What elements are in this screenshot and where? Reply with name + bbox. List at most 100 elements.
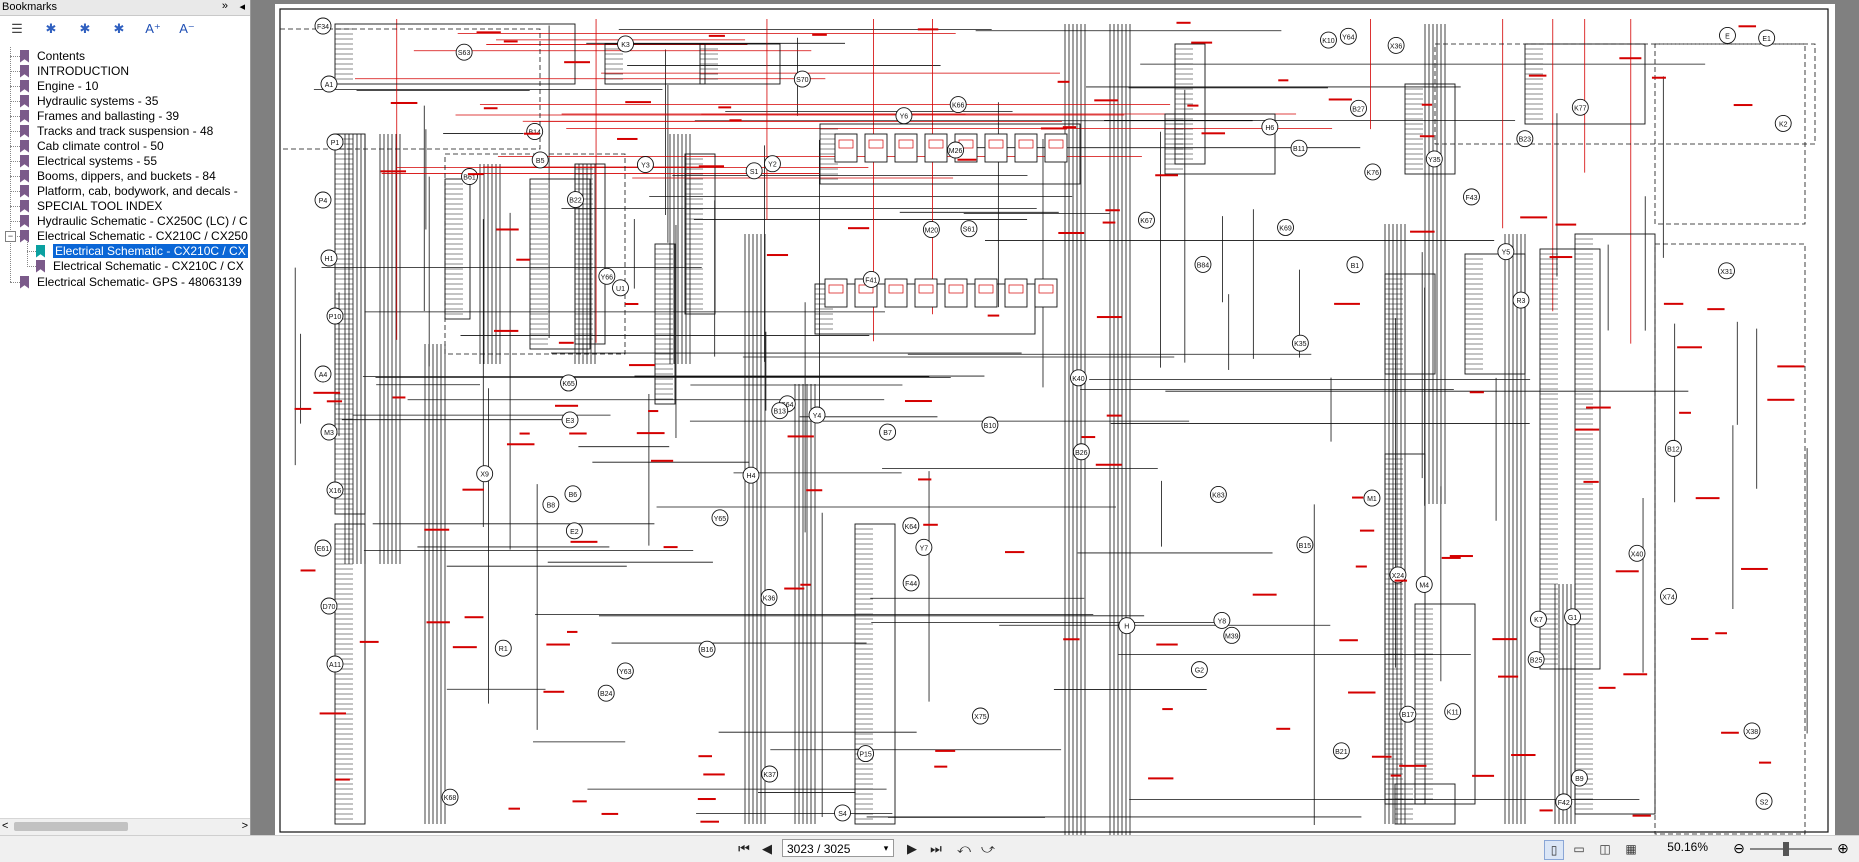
collapse-toggle-icon[interactable]: − — [5, 231, 16, 242]
previous-view-icon[interactable]: ⤺ — [957, 841, 971, 856]
text-smaller-icon[interactable]: A⁻ — [179, 21, 195, 36]
text-larger-icon[interactable]: A⁺ — [145, 21, 161, 36]
bookmark-item[interactable]: Tracks and track suspension - 48 — [20, 122, 213, 140]
facing-view-icon[interactable]: ◫ — [1599, 842, 1611, 856]
component-tag — [771, 402, 789, 420]
bookmark-item[interactable]: Platform, cab, bodywork, and decals - — [20, 182, 238, 200]
wire-code — [452, 646, 477, 649]
bookmark-delete-icon[interactable]: ✱ — [79, 21, 91, 36]
wire-code — [572, 800, 587, 803]
expand-panel-icon[interactable]: » — [221, 0, 228, 12]
wire-code — [503, 40, 518, 43]
bookmark-item[interactable]: Booms, dippers, and buckets - 84 — [20, 167, 216, 185]
component-label: B22 — [569, 198, 582, 205]
bookmark-icon — [20, 139, 29, 153]
continuous-facing-view-icon[interactable]: ▦ — [1625, 842, 1637, 856]
tree-connector — [10, 47, 11, 282]
component-label: K64 — [905, 524, 918, 531]
next-view-icon[interactable]: ⤻ — [981, 841, 995, 856]
component-tag — [1570, 769, 1588, 787]
component-label: S2 — [1760, 799, 1769, 806]
bookmark-item[interactable]: Frames and ballasting - 39 — [20, 107, 179, 125]
component-label: Y3 — [641, 163, 650, 170]
relay-coil — [948, 284, 964, 294]
component-tag — [1118, 617, 1136, 635]
component-label: B26 — [1075, 450, 1088, 457]
wire-code — [1278, 79, 1289, 82]
component-tag — [598, 267, 616, 285]
bookmark-item[interactable]: SPECIAL TOOL INDEX — [20, 197, 162, 215]
component-tag — [834, 804, 851, 822]
component-tag — [745, 162, 763, 180]
wire-code — [1106, 414, 1122, 417]
component-tag — [1774, 114, 1792, 132]
component-label: K77 — [1574, 105, 1587, 112]
component-label: G1 — [1568, 615, 1577, 622]
bookmark-item[interactable]: Cab climate control - 50 — [20, 137, 164, 155]
component-label: E2 — [570, 529, 579, 536]
scrollbar-thumb[interactable] — [14, 822, 128, 831]
zoom-slider-thumb[interactable] — [1783, 842, 1789, 856]
relay-coil — [828, 284, 844, 294]
next-page-icon[interactable]: ▶ — [907, 841, 917, 856]
bookmark-item[interactable]: Engine - 10 — [20, 77, 98, 95]
bookmark-properties-icon[interactable]: ✱ — [113, 21, 125, 36]
wire-code — [1176, 21, 1191, 24]
component-label: S63 — [458, 50, 471, 57]
page-dropdown-icon[interactable]: ▾ — [883, 843, 889, 853]
bookmark-new-icon[interactable]: ✱ — [45, 21, 57, 36]
bookmark-item[interactable]: Electrical systems - 55 — [20, 152, 157, 170]
bookmark-item[interactable]: Electrical Schematic - CX210C / CX — [36, 257, 244, 275]
bookmark-item[interactable]: Hydraulic Schematic - CX250C (LC) / C — [20, 212, 248, 230]
collapse-panel-icon[interactable]: ◂ — [239, 1, 245, 13]
component-label: U1 — [616, 286, 625, 293]
bookmark-item[interactable]: Contents — [20, 47, 85, 65]
bookmark-label: Tracks and track suspension - 48 — [37, 124, 214, 138]
component-label: B24 — [600, 691, 613, 698]
previous-page-icon[interactable]: ◀ — [762, 841, 772, 856]
component-tag — [1277, 219, 1294, 236]
zoom-level[interactable]: 50.16% — [1667, 840, 1708, 854]
horizontal-scrollbar[interactable]: < > — [0, 818, 250, 835]
wire-code — [1663, 302, 1684, 305]
bookmark-label: INTRODUCTION — [37, 64, 129, 78]
component-tag — [922, 221, 940, 238]
wire-code — [601, 812, 619, 815]
component-tag — [763, 155, 781, 173]
component-label: F41 — [865, 277, 877, 284]
scroll-right-icon[interactable]: > — [241, 820, 248, 832]
single-page-view-icon[interactable]: ▯ — [1544, 840, 1564, 860]
bookmark-item[interactable]: INTRODUCTION — [20, 62, 129, 80]
last-page-icon[interactable]: ⏭ — [930, 841, 942, 856]
component-tag — [1718, 262, 1735, 280]
bookmark-icon — [36, 259, 45, 273]
wire-code — [1520, 216, 1548, 219]
relay-coil — [898, 139, 914, 149]
component-label: E — [1725, 33, 1730, 40]
bookmark-item[interactable]: Electrical Schematic - CX210C / CX — [36, 242, 248, 260]
zoom-in-icon[interactable]: ⊕ — [1837, 840, 1849, 856]
zoom-out-icon[interactable]: ⊖ — [1733, 840, 1745, 856]
first-page-icon[interactable]: ⏮ — [738, 841, 750, 856]
tree-connector — [27, 239, 28, 267]
bookmark-icon — [20, 169, 29, 183]
wire-code — [1359, 529, 1375, 532]
component-tag — [960, 220, 978, 238]
continuous-view-icon[interactable]: ▭ — [1573, 842, 1585, 856]
component-tag — [971, 707, 989, 725]
zoom-slider[interactable] — [1750, 848, 1832, 850]
wire-code — [1691, 637, 1709, 640]
component-tag — [1758, 29, 1776, 47]
bookmark-item[interactable]: Electrical Schematic - CX210C / CX250 — [20, 227, 248, 245]
page-number-input[interactable]: 3023 / 3025 — [782, 839, 894, 857]
scroll-left-icon[interactable]: < — [2, 820, 9, 832]
bookmark-item[interactable]: Hydraulic systems - 35 — [20, 92, 158, 110]
list-options-icon[interactable]: ☰ — [11, 21, 23, 36]
relay-coil — [1038, 284, 1054, 294]
electrical-schematic: F34A1P1P4H1P10A4M3X16E61D70A11K83K64K65K… — [279, 8, 1829, 835]
bookmark-item[interactable]: Electrical Schematic- GPS - 48063139 — [20, 273, 242, 291]
component-label: H4 — [747, 473, 756, 480]
component-label: M1 — [1367, 496, 1377, 503]
wire-code — [1695, 497, 1720, 500]
